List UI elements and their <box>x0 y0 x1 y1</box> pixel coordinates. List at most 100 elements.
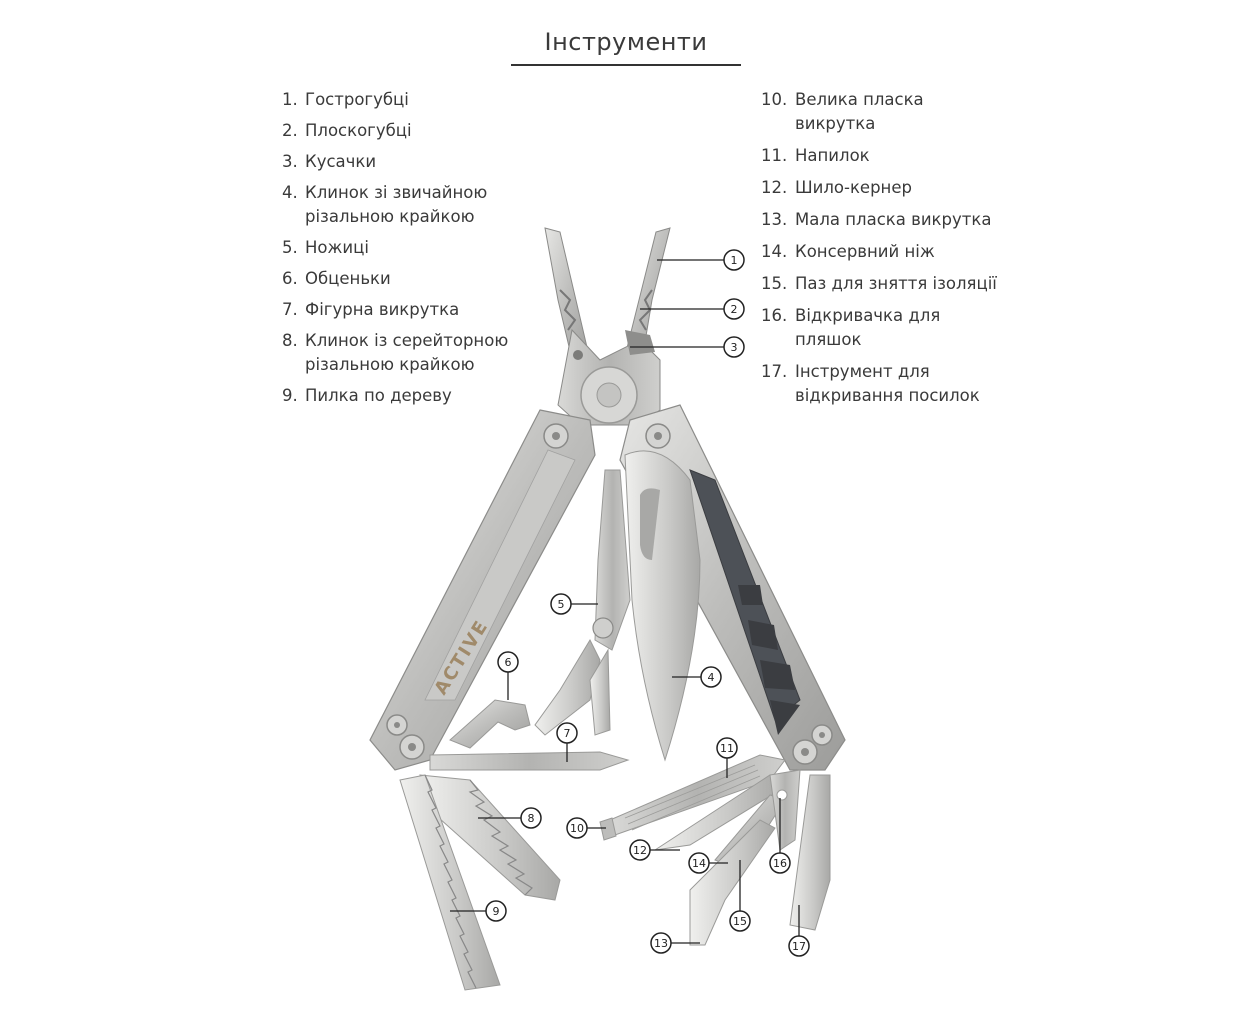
legend-text: Кусачки <box>305 152 377 171</box>
legend-text: Консервний ніж <box>795 242 935 261</box>
callout-2: 2 <box>640 298 745 320</box>
legend-number: 5. <box>282 238 298 257</box>
bottle-opener-tool <box>769 769 801 851</box>
bottle-pliers-tool <box>449 699 531 749</box>
legend-right: 10. Велика пласка викрутка 11. Напилок 12.… <box>761 88 1001 416</box>
callout-9: 9 <box>450 900 507 922</box>
legend-text: Ножиці <box>305 238 369 257</box>
legend-item: 4. Клинок зі звичайною різальною крайкою <box>282 181 522 229</box>
callout-11: 11 <box>716 737 738 778</box>
callout-4: 4 <box>672 666 722 688</box>
legend-item: 13. Мала пласка викрутка <box>761 208 1001 232</box>
legend-number: 16. <box>761 306 788 325</box>
legend-number: 9. <box>282 386 298 405</box>
legend-item: 14. Консервний ніж <box>761 240 1001 264</box>
legend-number: 8. <box>282 331 298 350</box>
callout-16: 16 <box>769 798 791 874</box>
phillips-screwdriver <box>429 751 630 771</box>
legend-number: 6. <box>282 269 298 288</box>
callout-number: 17 <box>792 940 806 953</box>
legend-number: 7. <box>282 300 298 319</box>
callout-17: 17 <box>788 905 810 957</box>
callout-10: 10 <box>566 817 606 839</box>
legend-number: 3. <box>282 152 298 171</box>
callout-6: 6 <box>497 651 519 700</box>
callout-number: 14 <box>692 857 706 870</box>
callout-number: 11 <box>720 742 734 755</box>
callout-8: 8 <box>478 807 542 829</box>
legend-item: 12. Шило-кернер <box>761 176 1001 200</box>
legend-text: Клинок із серейторною різальною крайкою <box>305 331 509 374</box>
callout-15: 15 <box>729 860 751 932</box>
callout-number: 5 <box>558 598 565 611</box>
callout-1: 1 <box>657 249 745 271</box>
legend-text: Напилок <box>795 146 870 165</box>
legend-text: Фігурна викрутка <box>305 300 460 319</box>
legend-text: Пилка по дереву <box>305 386 452 405</box>
callout-number: 12 <box>633 844 647 857</box>
legend-item: 3. Кусачки <box>282 150 522 174</box>
callout-number: 7 <box>564 727 571 740</box>
callout-number: 10 <box>570 822 584 835</box>
title-underline <box>511 64 741 66</box>
pliers-jaws <box>544 227 671 426</box>
callout-number: 1 <box>731 254 738 267</box>
legend-item: 6. Обценьки <box>282 267 522 291</box>
wood-saw <box>399 774 501 991</box>
legend-number: 13. <box>761 210 788 229</box>
callout-3: 3 <box>630 336 745 358</box>
legend-item: 15. Паз для зняття ізоляції <box>761 272 1001 296</box>
legend-item: 8. Клинок із серейторною різальною крайко… <box>282 329 522 377</box>
legend-text: Інструмент для відкривання посилок <box>795 362 980 405</box>
callout-number: 9 <box>493 905 500 918</box>
legend-text: Велика пласка викрутка <box>795 90 924 133</box>
left-handle: ACTIVE <box>369 409 596 771</box>
small-screwdriver-tool <box>689 819 776 946</box>
callout-number: 16 <box>773 857 787 870</box>
legend-item: 17. Інструмент для відкривання посилок <box>761 360 1001 408</box>
legend-text: Плоскогубці <box>305 121 412 140</box>
legend-text: Шило-кернер <box>795 178 912 197</box>
callout-number: 3 <box>731 341 738 354</box>
legend-item: 16. Відкривачка для пляшок <box>761 304 1001 352</box>
legend-number: 11. <box>761 146 788 165</box>
callout-12: 12 <box>629 839 680 861</box>
package-opener-tool <box>789 774 831 931</box>
legend-number: 1. <box>282 90 298 109</box>
callout-number: 6 <box>505 656 512 669</box>
callout-number: 2 <box>731 303 738 316</box>
legend-item: 1. Гострогубці <box>282 88 522 112</box>
legend-text: Обценьки <box>305 269 391 288</box>
legend-text: Паз для зняття ізоляції <box>795 274 997 293</box>
callout-7: 7 <box>556 722 578 762</box>
legend-text: Відкривачка для пляшок <box>795 306 941 349</box>
legend-number: 10. <box>761 90 788 109</box>
callout-number: 8 <box>528 812 535 825</box>
legend-number: 4. <box>282 183 298 202</box>
legend-item: 5. Ножиці <box>282 236 522 260</box>
callout-14: 14 <box>688 852 728 874</box>
legend-text: Мала пласка викрутка <box>795 210 992 229</box>
legend-item: 10. Велика пласка викрутка <box>761 88 1001 136</box>
legend-text: Клинок зі звичайною різальною крайкою <box>305 183 488 226</box>
diagram-title: Інструменти <box>544 28 708 56</box>
scissors <box>534 469 631 736</box>
plain-blade <box>624 450 701 762</box>
legend-left: 1. Гострогубці 2. Плоскогубці 3. Кусачки 4.… <box>282 88 522 415</box>
callout-5: 5 <box>550 593 598 615</box>
legend-item: 2. Плоскогубці <box>282 119 522 143</box>
callout-number: 15 <box>733 915 747 928</box>
legend-text: Гострогубці <box>305 90 409 109</box>
callout-13: 13 <box>650 932 700 954</box>
legend-number: 15. <box>761 274 788 293</box>
callout-number: 13 <box>654 937 668 950</box>
legend-item: 11. Напилок <box>761 144 1001 168</box>
legend-item: 9. Пилка по дереву <box>282 384 522 408</box>
legend-number: 17. <box>761 362 788 381</box>
legend-number: 14. <box>761 242 788 261</box>
file-tool <box>599 754 786 841</box>
legend-number: 12. <box>761 178 788 197</box>
legend-number: 2. <box>282 121 298 140</box>
legend-item: 7. Фігурна викрутка <box>282 298 522 322</box>
